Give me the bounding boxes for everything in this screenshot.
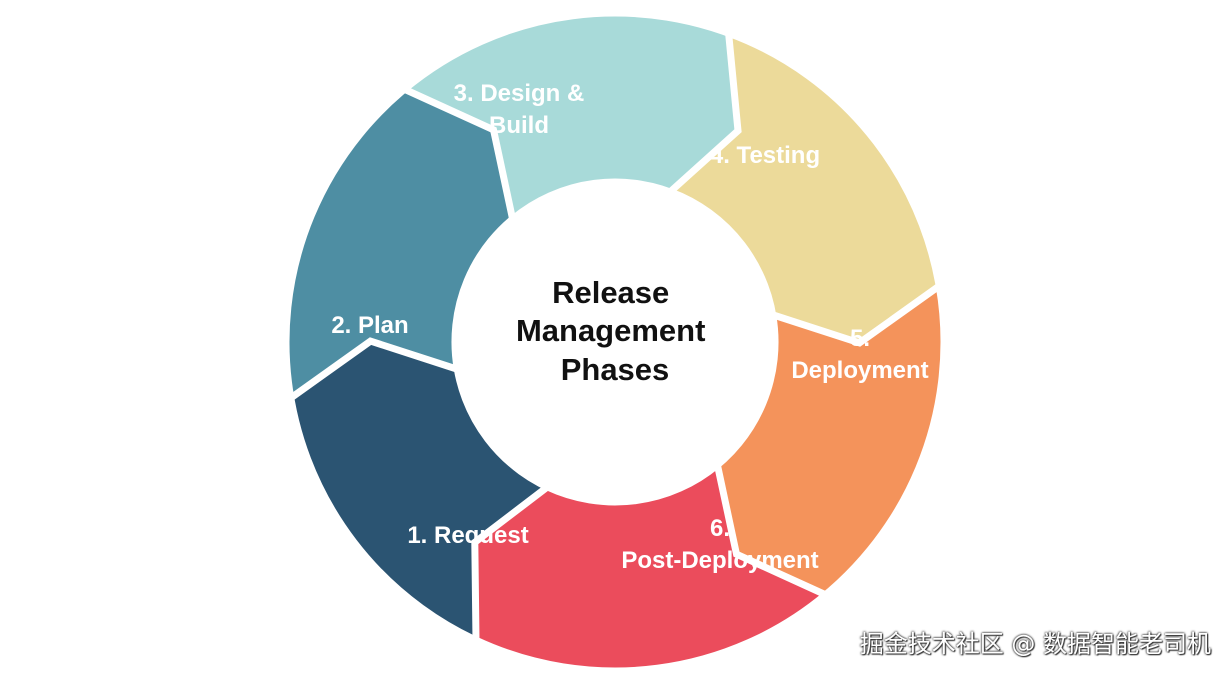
center-title-line-2: Management — [516, 313, 705, 348]
watermark: 掘金技术社区 @ 数据智能老司机 — [859, 630, 1211, 658]
center-hole — [452, 179, 778, 505]
phase-label-line: 1. Request — [407, 522, 528, 549]
phase-label-line: Build — [489, 112, 549, 139]
phase-label-post-deployment: 6. Post-Deployment — [621, 515, 818, 574]
center-title: Release Management Phases — [516, 275, 714, 387]
phase-label-design-build: 3. Design & Build — [454, 80, 585, 139]
phase-label-deployment: 5. Deployment — [791, 325, 928, 384]
center-title-line-1: Release — [552, 275, 669, 310]
phase-label-line: Post-Deployment — [621, 547, 818, 574]
phase-label-request: 1. Request — [407, 522, 528, 549]
center-title-line-3: Phases — [561, 352, 670, 387]
phase-label-plan: 2. Plan — [331, 312, 408, 339]
phase-label-line: 4. Testing — [710, 142, 820, 169]
phase-label-line: 6. — [710, 515, 730, 542]
phase-label-line: 3. Design & — [454, 80, 585, 107]
phase-label-testing: 4. Testing — [710, 142, 820, 169]
phase-label-line: 2. Plan — [331, 312, 408, 339]
phase-label-line: 5. — [850, 325, 870, 352]
phase-label-line: Deployment — [791, 357, 928, 384]
